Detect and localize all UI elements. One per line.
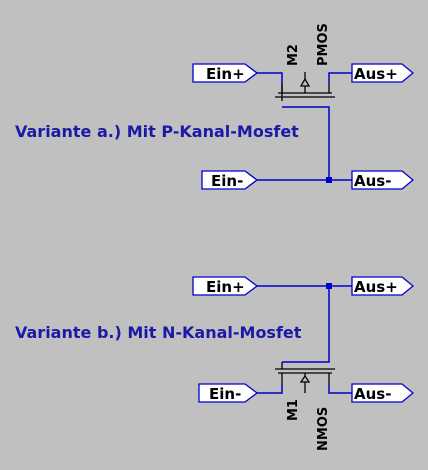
circuit-a: M2 PMOS Ein+ Aus+ Ein- Aus- Variante a.)…	[15, 23, 415, 190]
port-ein-plus-b[interactable]: Ein+	[192, 276, 259, 296]
junction-dot-b	[326, 283, 332, 289]
svg-text:Ein-: Ein-	[209, 385, 241, 403]
wire-drain-to-aus-minus	[328, 385, 352, 394]
port-aus-plus-b[interactable]: Aus+	[351, 276, 415, 296]
port-ein-plus-a[interactable]: Ein+	[192, 63, 259, 83]
caption-variant-a: Variante a.) Mit P-Kanal-Mosfet	[15, 122, 299, 141]
device-name-m1: M1	[286, 399, 301, 421]
wires-a	[257, 72, 352, 181]
svg-text:Ein-: Ein-	[211, 172, 243, 190]
device-type-pmos: PMOS	[316, 23, 331, 66]
port-aus-minus-a[interactable]: Aus-	[351, 170, 415, 190]
port-ein-minus-a[interactable]: Ein-	[201, 170, 259, 190]
wire-source-to-ein-minus	[257, 385, 283, 394]
wire-ein-plus-to-source	[257, 72, 283, 83]
svg-text:Ein+: Ein+	[206, 65, 245, 83]
pmos-transistor-m2	[275, 72, 335, 101]
port-aus-plus-a[interactable]: Aus+	[351, 63, 415, 83]
port-ein-minus-b[interactable]: Ein-	[198, 383, 259, 403]
svg-text:Aus+: Aus+	[354, 65, 398, 83]
wires-b	[257, 285, 352, 394]
svg-text:Ein+: Ein+	[206, 278, 245, 296]
port-aus-minus-b[interactable]: Aus-	[351, 383, 415, 403]
svg-text:Aus-: Aus-	[354, 385, 391, 403]
wire-drain-to-aus-plus	[328, 72, 352, 83]
device-type-nmos: NMOS	[316, 407, 331, 451]
nmos-transistor-m1	[275, 362, 335, 393]
circuit-b: M1 NMOS Ein+ Aus+ Ein- Aus- Variante b.)…	[15, 276, 415, 451]
wire-gate-to-node	[282, 106, 330, 180]
device-name-m2: M2	[286, 44, 301, 66]
svg-text:Aus+: Aus+	[354, 278, 398, 296]
wire-node-to-gate	[282, 286, 330, 363]
junction-dot-a	[326, 177, 332, 183]
svg-text:Aus-: Aus-	[354, 172, 391, 190]
caption-variant-b: Variante b.) Mit N-Kanal-Mosfet	[15, 323, 302, 342]
